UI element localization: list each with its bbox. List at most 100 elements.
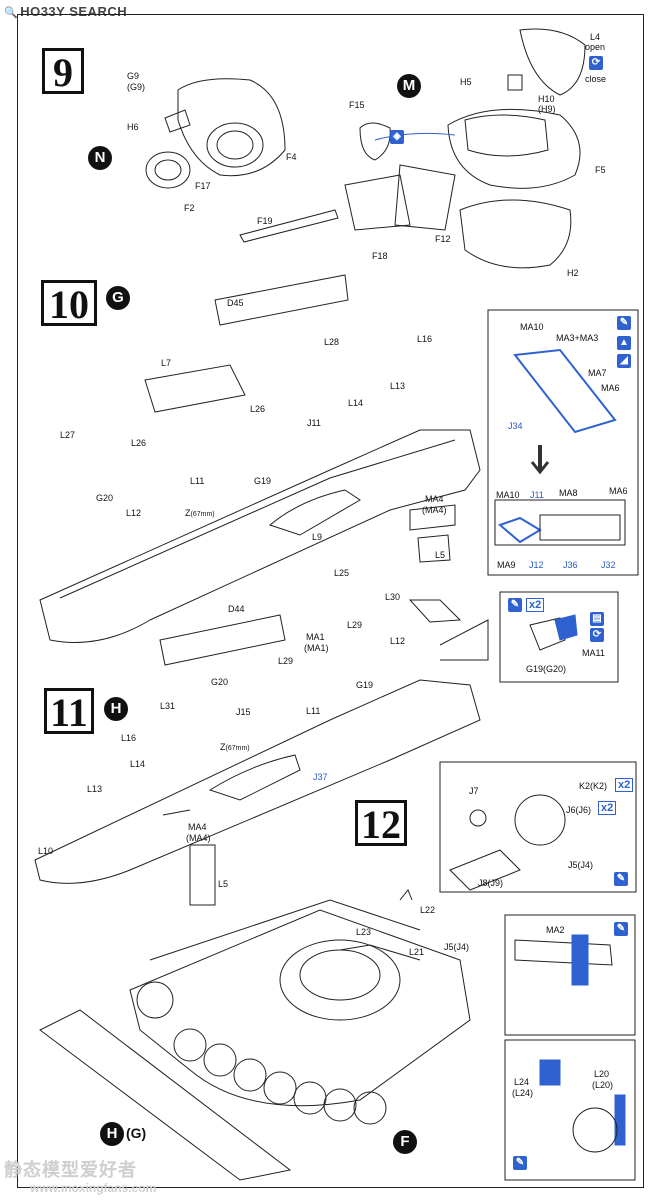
detail-label-j36: J36 [563, 560, 578, 570]
label-j11: J11 [307, 418, 321, 428]
step-11-badge: 11 [44, 688, 94, 735]
label-l14-11: L14 [130, 759, 146, 769]
detail-label-ma10: MA10 [520, 322, 544, 332]
detail-label-ma6b: MA6 [609, 486, 628, 496]
detail-label-ma3: MA3+MA3 [556, 333, 599, 343]
label-l13-11: L13 [87, 784, 103, 794]
label-g9-alt: (G9) [127, 82, 145, 92]
label-z-11: Z(67mm) [220, 742, 250, 754]
label-l16-11: L16 [121, 733, 137, 743]
label-j5-main: J5(J4) [444, 942, 470, 952]
label-h5: H5 [460, 77, 472, 87]
detail-label-j32: J32 [601, 560, 616, 570]
brush-icon-4: ✎ [513, 1156, 527, 1170]
marker-m: M [397, 74, 421, 98]
label-l22: L22 [420, 905, 436, 915]
label-l24: L24 [514, 1077, 530, 1087]
footer-url: www.moxingfans.com [30, 1181, 157, 1195]
label-ma2: MA2 [546, 925, 565, 935]
step12-detail-art [439, 761, 637, 893]
marker-f: F [393, 1130, 417, 1154]
marker-g: G [106, 286, 130, 310]
label-l24-alt: (L24) [512, 1088, 534, 1098]
label-l28: L28 [324, 337, 340, 347]
label-l26a: L26 [250, 404, 266, 414]
label-close: close [585, 74, 607, 84]
detail-label-j34: J34 [508, 421, 523, 431]
step9-art [145, 28, 586, 269]
label-j6: J6(J6) [566, 805, 592, 815]
label-l5: L5 [435, 550, 446, 560]
label-l20-alt: (L20) [592, 1080, 614, 1090]
label-j8: J8(J9) [478, 878, 504, 888]
detail-label-ma7: MA7 [588, 368, 607, 378]
label-k2: K2(K2) [579, 781, 608, 791]
z-part: Z [185, 508, 191, 518]
brand-text: HO33Y SEARCH [20, 4, 128, 19]
rotate-icon: ⟳ [589, 56, 603, 70]
step12-right-detail-art [504, 914, 636, 1181]
label-ma4-alt-11: (MA4) [186, 833, 211, 843]
z-length-11: (67mm) [225, 745, 250, 752]
detail-label-ma9: MA9 [497, 560, 516, 570]
z-length: (67mm) [190, 511, 215, 518]
marker-h-g: H [100, 1122, 124, 1146]
label-l9: L9 [312, 532, 323, 542]
label-h2: H2 [567, 268, 579, 278]
label-g20: G20 [96, 493, 114, 503]
rotate-icon-2: ⟳ [590, 628, 604, 642]
label-f19: F19 [257, 216, 273, 226]
step12-art [39, 889, 471, 1181]
label-l20: L20 [594, 1069, 610, 1079]
marker-n: N [88, 146, 112, 170]
g19-detail-art [499, 591, 619, 683]
cement-icon: ◈ [390, 130, 404, 144]
label-l10: L10 [38, 846, 54, 856]
step-12-badge: 12 [355, 800, 407, 847]
label-ma4: MA4 [425, 494, 444, 504]
step-9-badge: 9 [42, 48, 84, 95]
z-part-11: Z [220, 742, 226, 752]
label-ma1: MA1 [306, 632, 325, 642]
detail-label-j11: J11 [530, 490, 544, 500]
paint-stripe-icon: ▤ [590, 612, 604, 626]
detail-label-ma10b: MA10 [496, 490, 520, 500]
label-h10: H10 [538, 94, 555, 104]
label-g19: G19 [254, 476, 272, 486]
label-f15: F15 [349, 100, 365, 110]
label-l21: L21 [409, 947, 425, 957]
quantity-x2-k2: x2 [615, 778, 634, 792]
label-g19-g20: G19(G20) [526, 664, 567, 674]
step10-detail-art [487, 309, 639, 576]
label-open: open [585, 42, 606, 52]
magnifier-icon: 🔍 [4, 7, 19, 19]
label-l7: L7 [161, 358, 172, 368]
label-l30: L30 [385, 592, 401, 602]
label-l12: L12 [126, 508, 142, 518]
label-h6: H6 [127, 122, 139, 132]
label-l14: L14 [348, 398, 364, 408]
instruction-page-frame [17, 14, 644, 1188]
label-l11: L11 [306, 706, 321, 716]
label-d44: D44 [228, 604, 245, 614]
brush-icon: ✎ [617, 316, 631, 330]
label-d45: D45 [227, 298, 244, 308]
brush-icon-3: ✎ [614, 922, 628, 936]
label-l26b: L26 [131, 438, 147, 448]
step-10-badge: 10 [41, 280, 97, 327]
label-f17: F17 [195, 181, 211, 191]
label-f2: F2 [184, 203, 195, 213]
label-j5: J5(J4) [568, 860, 594, 870]
label-l4: L4 [590, 32, 601, 42]
label-ma4-11: MA4 [188, 822, 207, 832]
detail-label-j12: J12 [529, 560, 544, 570]
step11-art [34, 599, 489, 906]
label-f5: F5 [595, 165, 606, 175]
footer-watermark: 静态模型爱好者 [4, 1160, 137, 1180]
label-f18: F18 [372, 251, 388, 261]
label-l13: L13 [390, 381, 406, 391]
marker-h: H [104, 697, 128, 721]
label-g19: G19 [356, 680, 374, 690]
label-l25: L25 [334, 568, 350, 578]
